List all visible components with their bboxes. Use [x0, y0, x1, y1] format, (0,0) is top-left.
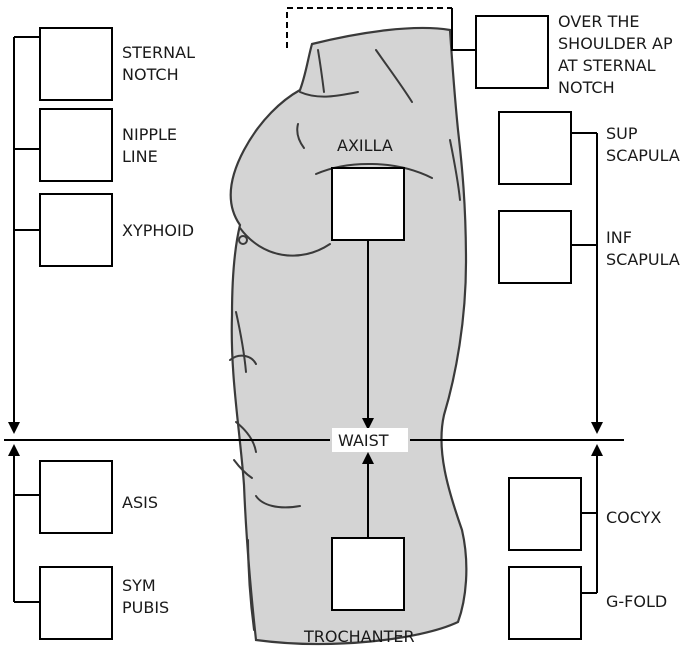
left-upper-bracket — [14, 37, 40, 422]
asis-box[interactable] — [40, 461, 112, 533]
right-lower-bracket — [580, 456, 597, 593]
g-fold-box[interactable] — [509, 567, 581, 639]
sup-scapula-label: SUP SCAPULA — [606, 124, 680, 165]
nipple-line-box[interactable] — [40, 109, 112, 181]
left-upper-arrowhead — [8, 422, 20, 434]
left-lower-arrowhead — [8, 444, 20, 456]
right-upper-arrowhead — [591, 422, 603, 434]
waist-label: WAIST — [338, 431, 389, 450]
sym-pubis-label: SYM PUBIS — [122, 576, 169, 617]
over-shoulder-box[interactable] — [476, 16, 548, 88]
sternal-notch-box[interactable] — [40, 28, 112, 100]
over-shoulder-label: OVER THE SHOULDER AP AT STERNAL NOTCH — [558, 12, 678, 97]
sup-scapula-box[interactable] — [499, 112, 571, 184]
xyphoid-label: XYPHOID — [122, 221, 194, 240]
shoulder-connector — [452, 8, 476, 50]
right-upper-bracket — [571, 133, 597, 422]
inf-scapula-box[interactable] — [499, 211, 571, 283]
sternal-notch-label: STERNAL NOTCH — [122, 43, 200, 84]
sym-pubis-box[interactable] — [40, 567, 112, 639]
cocyx-box[interactable] — [509, 478, 581, 550]
nipple-line-label: NIPPLE LINE — [122, 125, 182, 166]
axilla-box[interactable] — [332, 168, 404, 240]
xyphoid-box[interactable] — [40, 194, 112, 266]
asis-label: ASIS — [122, 493, 158, 512]
axilla-label: AXILLA — [337, 136, 393, 155]
left-lower-bracket — [14, 456, 40, 602]
trochanter-label: TROCHANTER — [303, 627, 415, 646]
cocyx-label: COCYX — [606, 508, 661, 527]
g-fold-label: G-FOLD — [606, 592, 667, 611]
inf-scapula-label: INF SCAPULA — [606, 228, 680, 269]
trochanter-box[interactable] — [332, 538, 404, 610]
right-lower-arrowhead — [591, 444, 603, 456]
